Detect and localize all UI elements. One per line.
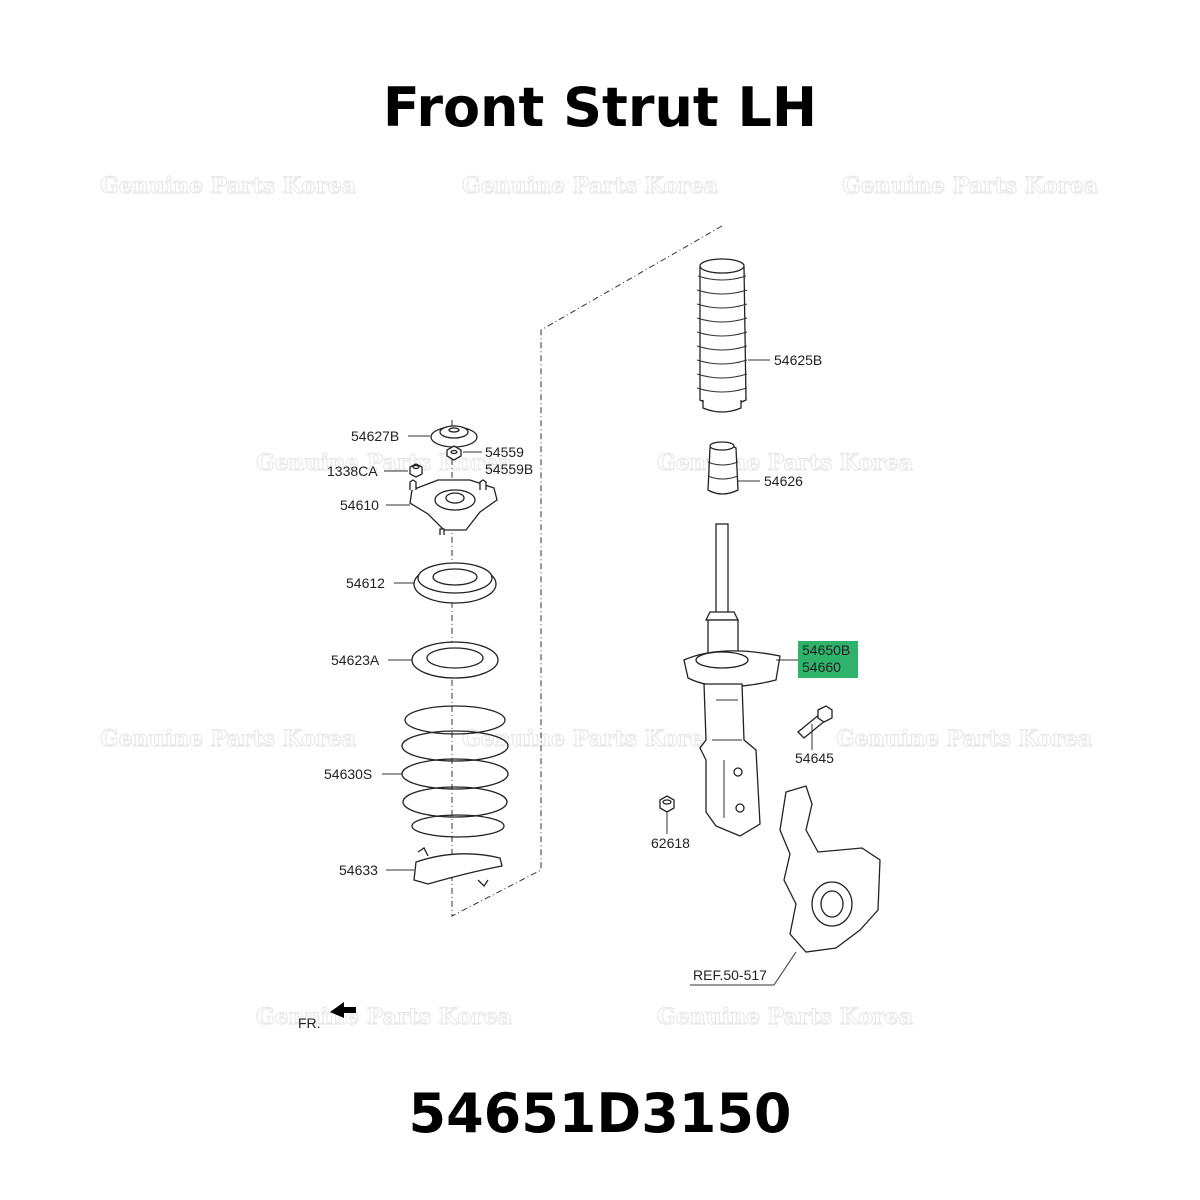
callout-54627B: 54627B bbox=[351, 428, 399, 444]
direction-marker: FR. bbox=[298, 1002, 356, 1031]
assembly-lines bbox=[451, 225, 723, 917]
watermark: Genuine Parts Korea bbox=[256, 1004, 512, 1030]
bump-stop-part bbox=[707, 441, 739, 495]
part-number: 54651D3150 bbox=[408, 1082, 792, 1145]
callout-54626: 54626 bbox=[764, 473, 803, 489]
bearing-part bbox=[413, 562, 497, 604]
nut-part bbox=[446, 445, 462, 461]
arrow-icon bbox=[330, 1002, 356, 1018]
watermark: Genuine Parts Korea bbox=[462, 173, 718, 199]
steering-knuckle-part bbox=[779, 785, 881, 953]
callout-54559B: 54559B bbox=[485, 461, 533, 477]
callout-1338CA: 1338CA bbox=[327, 463, 378, 479]
highlight-box bbox=[798, 641, 858, 678]
page-title: Front Strut LH bbox=[382, 76, 818, 139]
watermark: Genuine Parts Korea bbox=[256, 450, 512, 476]
strut-assembly-part bbox=[683, 523, 781, 837]
callout-54633: 54633 bbox=[339, 862, 378, 878]
leader-lines bbox=[382, 359, 813, 986]
watermark: Genuine Parts Korea bbox=[842, 173, 1098, 199]
watermark: Genuine Parts Korea bbox=[100, 173, 356, 199]
callout-54650B: 54650B bbox=[802, 642, 850, 658]
mount-nut-part bbox=[409, 463, 423, 478]
strut-mount-part bbox=[409, 479, 498, 535]
direction-label: FR. bbox=[298, 1015, 321, 1031]
spring-pad-part bbox=[411, 641, 499, 679]
callout-54645: 54645 bbox=[795, 750, 834, 766]
callout-54559: 54559 bbox=[485, 444, 524, 460]
callout-54625B: 54625B bbox=[774, 352, 822, 368]
dust-boot-part bbox=[696, 258, 748, 413]
reference-label: REF.50-517 bbox=[693, 967, 767, 983]
callout-54610: 54610 bbox=[340, 497, 379, 513]
lower-spring-pad-part bbox=[413, 847, 503, 888]
callout-54660: 54660 bbox=[802, 659, 841, 675]
watermark: Genuine Parts Korea bbox=[836, 726, 1092, 752]
lock-nut-part bbox=[659, 795, 675, 813]
callout-54612: 54612 bbox=[346, 575, 385, 591]
watermark: Genuine Parts Korea bbox=[657, 450, 913, 476]
callout-labels: 54627B 54559 54559B 1338CA 54610 54612 5… bbox=[324, 352, 858, 983]
callout-62618: 62618 bbox=[651, 835, 690, 851]
top-cap-part bbox=[430, 425, 478, 448]
watermark: Genuine Parts Korea bbox=[100, 726, 356, 752]
callout-54630S: 54630S bbox=[324, 766, 372, 782]
bolt-part bbox=[797, 705, 833, 739]
callout-54623A: 54623A bbox=[331, 652, 380, 668]
watermark: Genuine Parts Korea bbox=[462, 726, 718, 752]
watermark: Genuine Parts Korea bbox=[657, 1004, 913, 1030]
watermarks: Genuine Parts Korea Genuine Parts Korea … bbox=[99, 172, 1098, 1030]
